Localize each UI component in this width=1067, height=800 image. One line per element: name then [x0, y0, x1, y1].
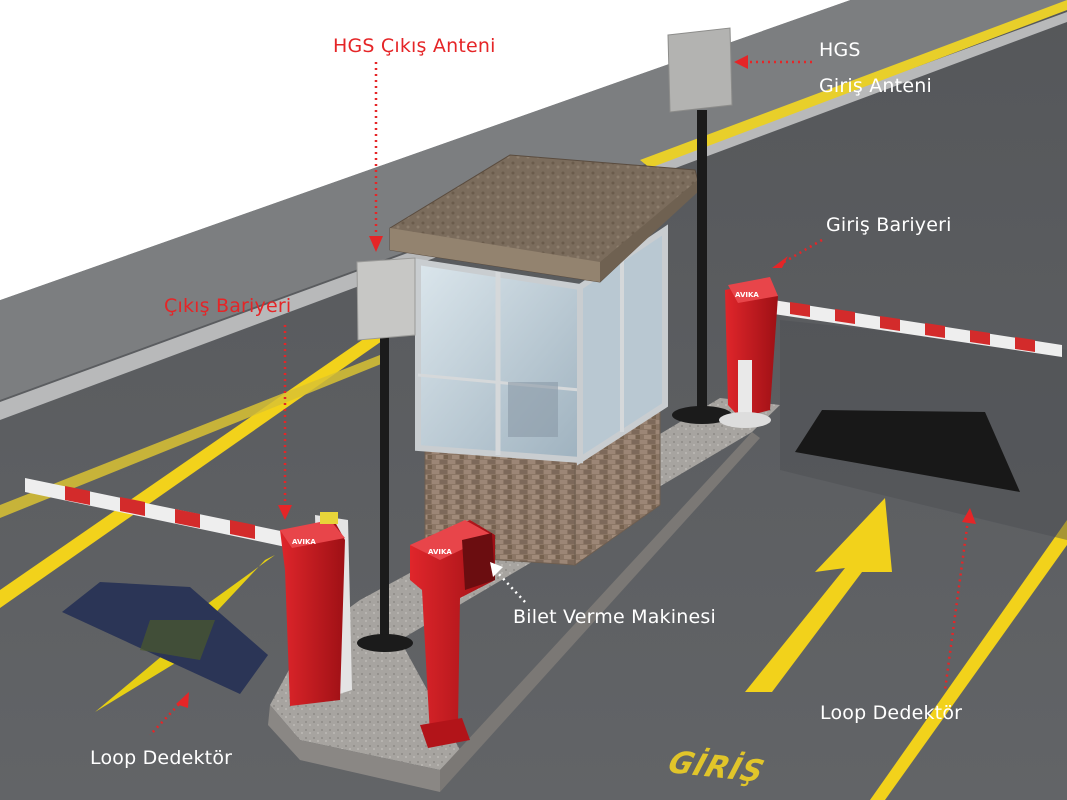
- label-loop-detector-right: Loop Dedektör: [820, 702, 963, 724]
- lane-line-right: [870, 520, 1067, 800]
- exit-barrier: [25, 478, 352, 706]
- lane-line-top: [640, 0, 1067, 168]
- lane-line-upper: [0, 355, 386, 518]
- lane-line-left: [0, 300, 432, 608]
- label-loop-detector-left: Loop Dedektör: [90, 747, 233, 769]
- label-hgs-entry-antenna-line1: HGS: [819, 39, 861, 61]
- ticket-machine: [410, 520, 495, 748]
- hgs-exit-antenna: [356, 257, 416, 652]
- direction-arrow-left: [95, 555, 275, 712]
- loop-detector-right: [795, 410, 1020, 492]
- entry-barrier: [719, 277, 1062, 428]
- hgs-entry-antenna: [667, 27, 733, 424]
- label-exit-barrier: Çıkış Bariyeri: [164, 295, 292, 317]
- brand-mark-exit-barrier: AVIKA: [292, 538, 316, 546]
- direction-arrow-right: [745, 498, 892, 692]
- booth: [389, 154, 701, 566]
- label-ticket-machine: Bilet Verme Makinesi: [513, 606, 716, 628]
- label-hgs-exit-antenna: HGS Çıkış Anteni: [333, 35, 496, 57]
- island-side: [268, 705, 440, 792]
- label-hgs-entry-antenna-line2: Giriş Anteni: [819, 75, 932, 97]
- pointer-lines: [149, 60, 970, 736]
- pointer-arrowheads: [176, 55, 976, 708]
- label-entry-barrier: Giriş Bariyeri: [826, 214, 952, 236]
- island-top: [270, 398, 780, 770]
- brand-mark-ticket-machine: AVIKA: [428, 548, 452, 556]
- brand-mark-entry-barrier: AVIKA: [735, 291, 759, 299]
